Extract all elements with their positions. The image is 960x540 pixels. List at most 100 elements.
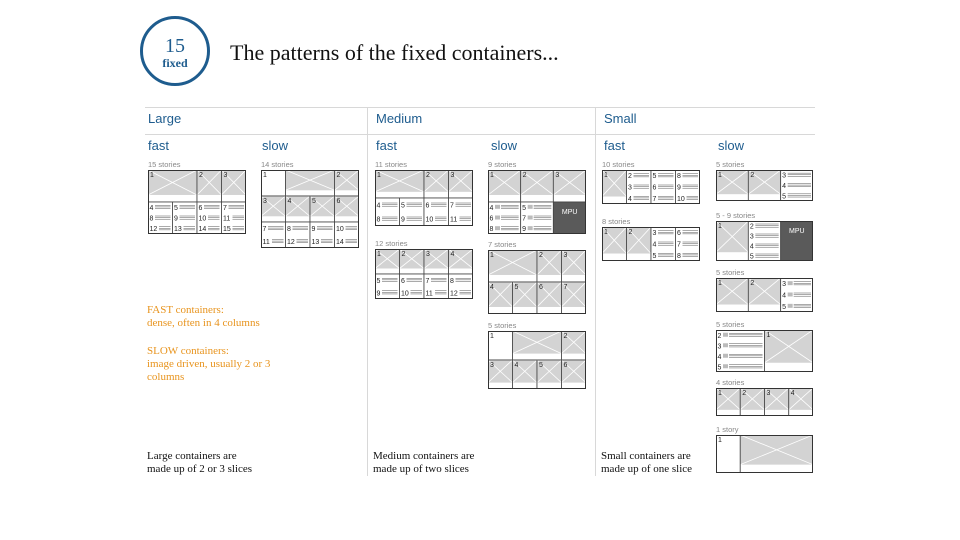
image-story-card: 2 — [423, 170, 449, 199]
text-story-card: 468 — [488, 201, 522, 234]
svg-text:13: 13 — [312, 239, 320, 246]
slow-note-title: SLOW containers: — [147, 345, 229, 357]
story-count-label: 11 stories — [375, 160, 407, 169]
text-story-card: 48 — [375, 197, 400, 226]
image-story-card: 6 — [334, 195, 359, 223]
text-story-card: 345 — [650, 227, 676, 261]
svg-text:2: 2 — [718, 333, 722, 340]
medium-footer-line-2: made up of two slices — [373, 463, 469, 475]
svg-text:5: 5 — [174, 205, 178, 212]
image-story-card: 3 — [261, 195, 286, 223]
svg-text:8: 8 — [287, 226, 291, 233]
svg-text:3: 3 — [782, 173, 786, 180]
image-story-card: 3 — [764, 388, 790, 416]
image-story-card: 1 — [375, 170, 425, 199]
svg-text:6: 6 — [653, 185, 657, 192]
story-count-label: 9 stories — [488, 160, 517, 169]
svg-text:4: 4 — [628, 196, 632, 203]
svg-text:1: 1 — [718, 437, 722, 444]
svg-text:7: 7 — [263, 226, 267, 233]
slow-note-desc-1: image driven, usually 2 or 3 — [147, 358, 271, 370]
svg-text:1: 1 — [263, 172, 267, 179]
svg-text:1: 1 — [490, 252, 494, 259]
svg-text:6: 6 — [564, 362, 568, 369]
svg-text:3: 3 — [263, 198, 267, 205]
image-story-card: 2 — [520, 170, 554, 203]
image-story-card — [739, 435, 813, 473]
medium-footer-line-1: Medium containers are — [373, 450, 475, 462]
image-story-card: 6 — [561, 359, 586, 389]
svg-text:5: 5 — [750, 254, 754, 261]
image-story-card: 3 — [448, 170, 473, 199]
large-footer: Large containers are made up of 2 or 3 s… — [147, 450, 252, 476]
image-story-card: 1 — [602, 170, 627, 204]
image-story-card: 2 — [626, 227, 652, 261]
medium-footer: Medium containers are made up of two sli… — [373, 450, 474, 476]
image-story-card: 5 — [536, 359, 562, 389]
svg-text:1: 1 — [150, 172, 154, 179]
image-story-card: 1 — [488, 170, 522, 203]
story-count-label: 1 story — [716, 425, 739, 434]
svg-text:2: 2 — [629, 229, 633, 236]
svg-text:3: 3 — [426, 251, 430, 258]
svg-text:7: 7 — [653, 196, 657, 203]
image-story-card: 2 — [334, 170, 359, 197]
image-story-card: 2 — [399, 249, 425, 275]
image-story-card: 1 — [148, 170, 198, 203]
header-divider — [145, 134, 815, 135]
svg-text:5: 5 — [718, 364, 722, 371]
text-story-card: 711 — [448, 197, 473, 226]
badge-number: 15 — [165, 35, 185, 57]
badge-label: fixed — [162, 56, 188, 70]
svg-text:7: 7 — [564, 284, 568, 291]
svg-text:2: 2 — [337, 172, 341, 179]
svg-text:8: 8 — [677, 253, 681, 260]
svg-text:2: 2 — [199, 172, 203, 179]
large-footer-line-1: Large containers are — [147, 450, 237, 462]
small-fast-label: fast — [604, 138, 625, 153]
svg-text:5: 5 — [653, 173, 657, 180]
svg-text:5: 5 — [782, 304, 786, 311]
text-story-card: 812 — [285, 221, 311, 248]
story-count-label: 14 stories — [261, 160, 294, 169]
section-small: Small — [604, 111, 637, 126]
svg-text:6: 6 — [490, 216, 494, 223]
text-story-card: 812 — [448, 273, 473, 299]
svg-text:14: 14 — [199, 226, 207, 233]
svg-text:4: 4 — [791, 390, 795, 397]
image-story-card — [285, 170, 335, 197]
svg-text:4: 4 — [377, 203, 381, 210]
svg-text:3: 3 — [750, 234, 754, 241]
svg-text:4: 4 — [782, 293, 786, 300]
mpu-slot: MPU — [552, 201, 586, 234]
image-story-card: 5 — [512, 281, 538, 314]
svg-text:6: 6 — [401, 278, 405, 285]
image-story-card: 4 — [488, 281, 513, 314]
image-story-card: 3 — [561, 250, 586, 283]
image-story-card: 4 — [512, 359, 538, 389]
page-title: The patterns of the fixed containers... — [230, 40, 559, 65]
svg-text:5: 5 — [515, 284, 519, 291]
svg-text:10: 10 — [401, 290, 409, 297]
story-count-label: 8 stories — [602, 217, 631, 226]
svg-text:8: 8 — [377, 217, 381, 224]
svg-text:3: 3 — [564, 252, 568, 259]
text-story-card: 59 — [375, 273, 400, 299]
image-story-card: 7 — [561, 281, 586, 314]
image-story-card: 2 — [561, 331, 586, 361]
svg-text:4: 4 — [782, 183, 786, 190]
text-story-card: 345 — [780, 170, 813, 201]
text-story-card: 6 10 — [399, 273, 425, 299]
svg-text:8: 8 — [150, 216, 154, 223]
svg-text:2: 2 — [402, 251, 406, 258]
svg-text:8: 8 — [490, 226, 494, 233]
image-story-card: 1 — [764, 330, 813, 372]
svg-text:3: 3 — [224, 172, 228, 179]
svg-text:1: 1 — [718, 280, 722, 287]
